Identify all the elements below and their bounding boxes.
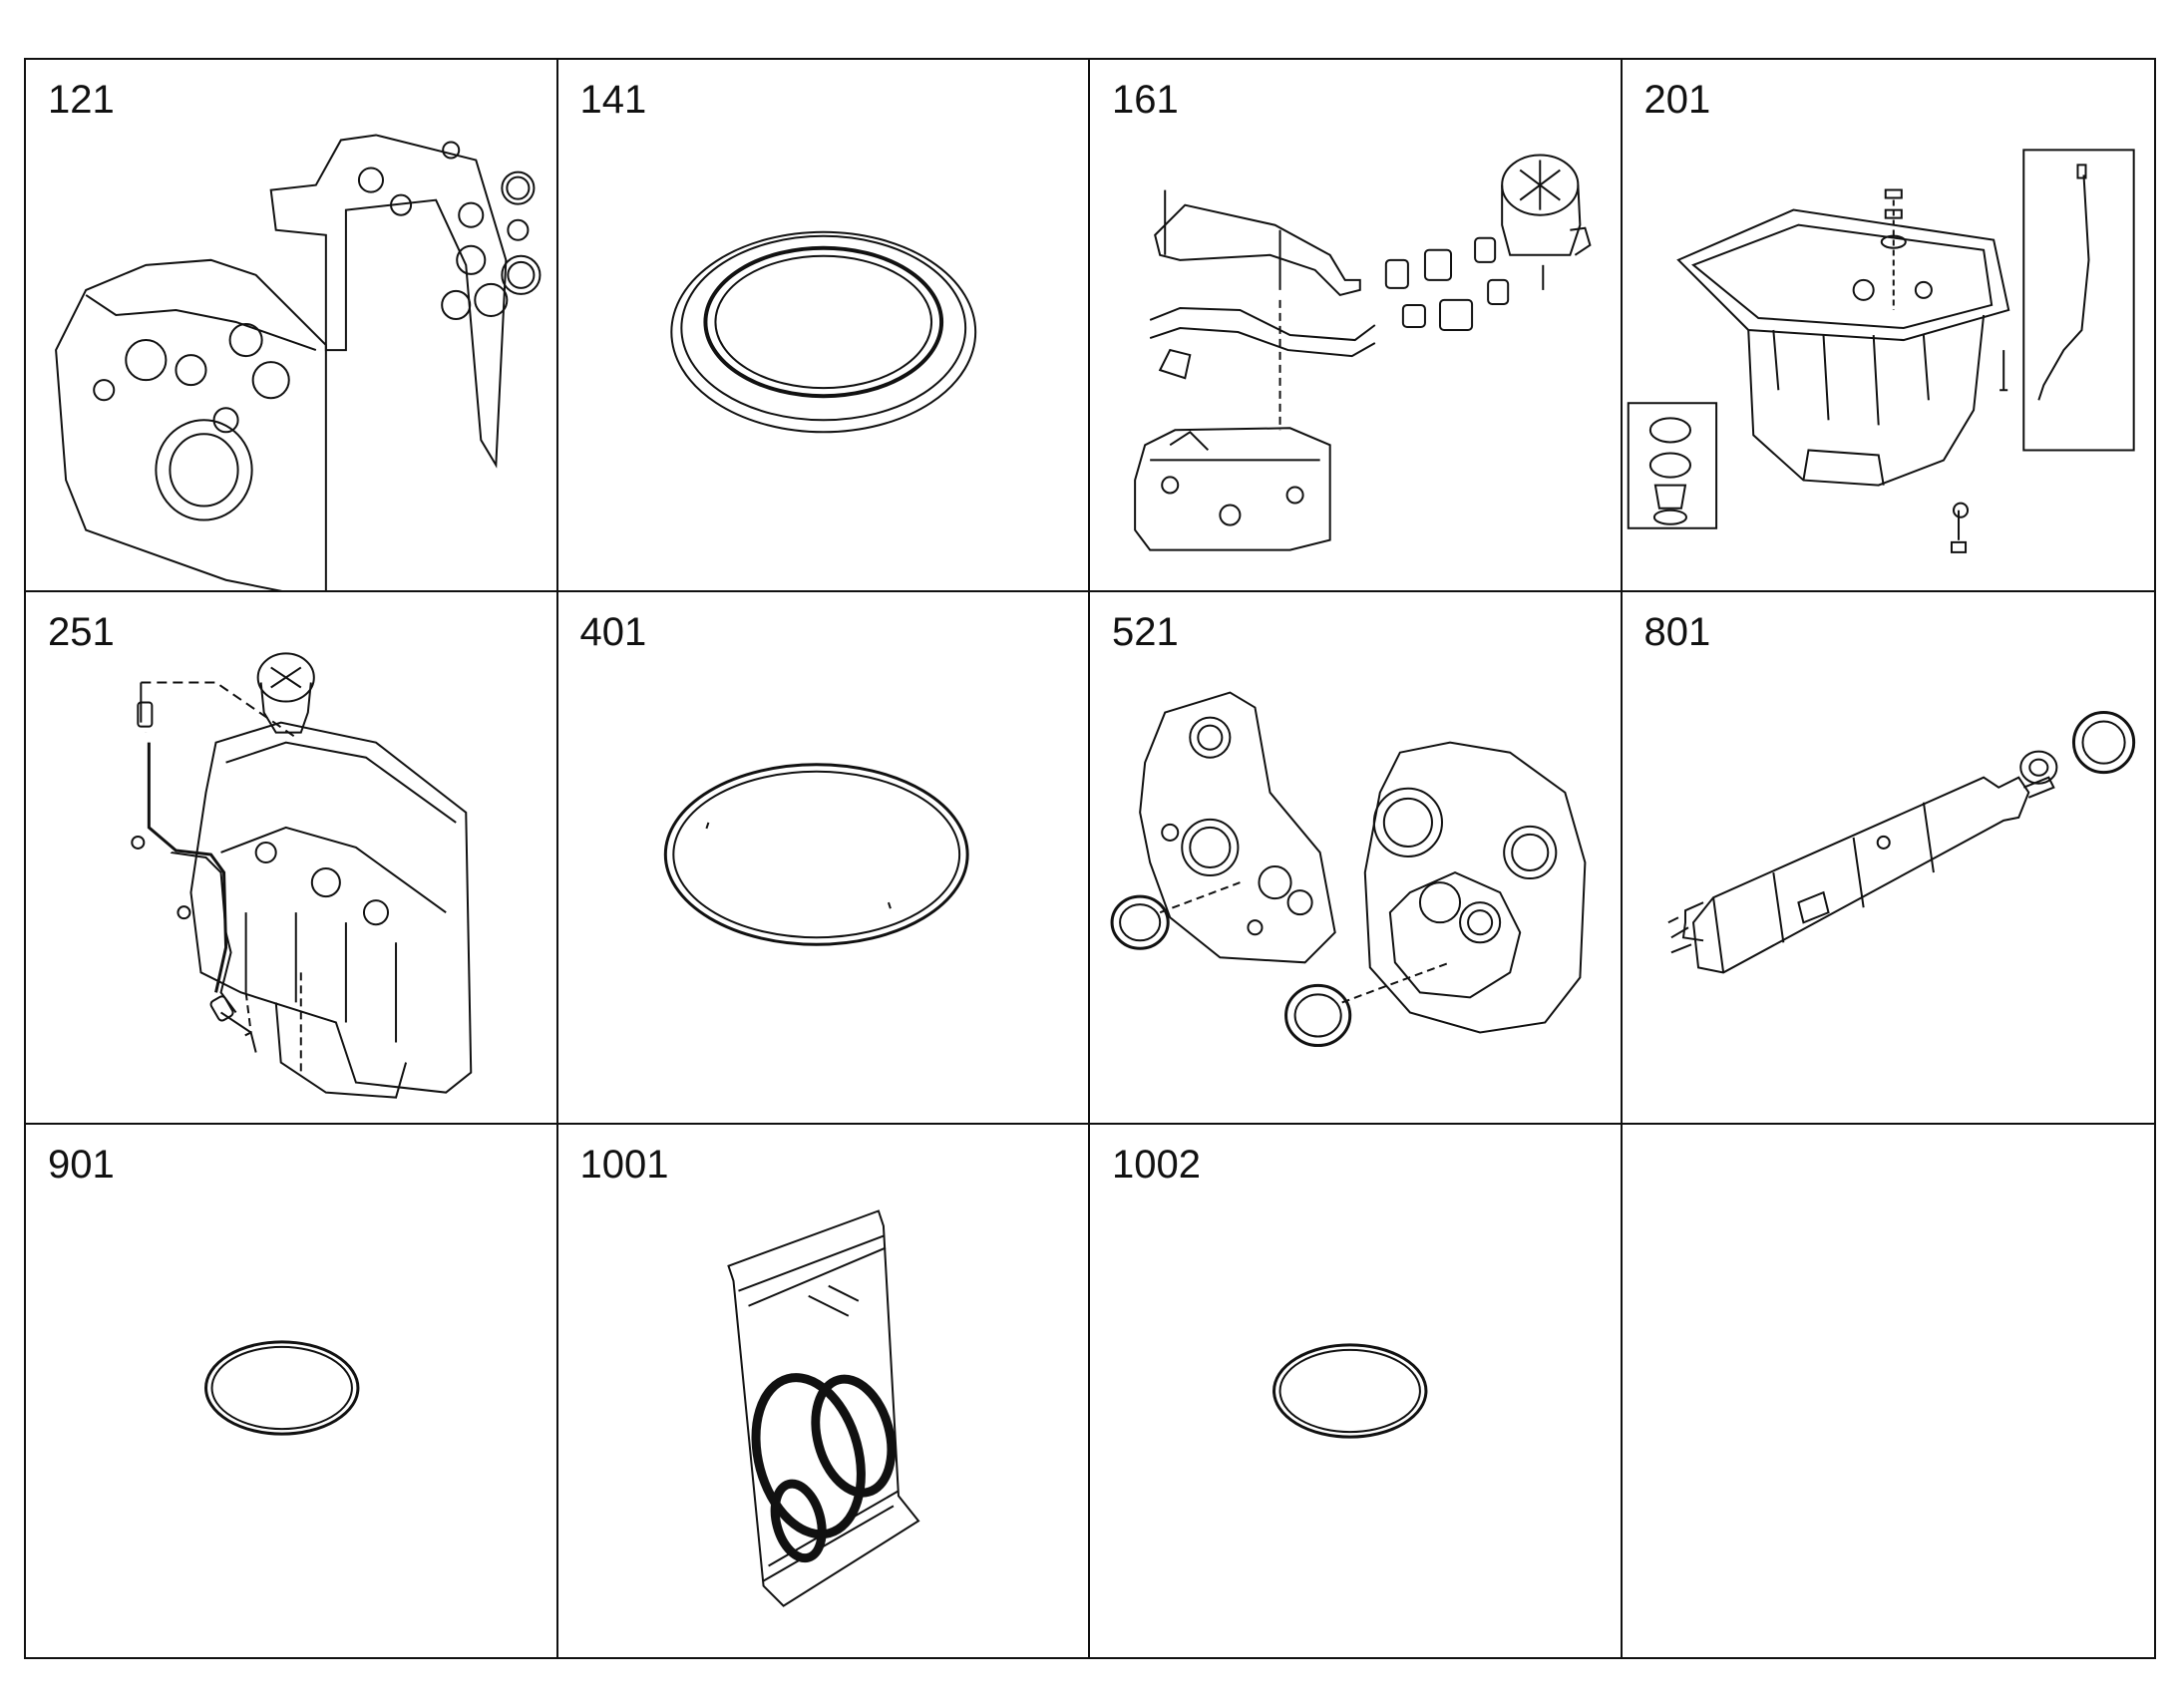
part-number: 801	[1643, 610, 1711, 654]
timing-case-housing-icon	[1090, 592, 1621, 1123]
o-ring-icon	[1090, 1125, 1621, 1657]
part-cell-521[interactable]: 521	[1090, 592, 1623, 1125]
part-number: 901	[48, 1143, 115, 1187]
part-number: 161	[1112, 78, 1179, 122]
timing-cover-gasket-set-icon	[26, 60, 556, 590]
part-number: 521	[1112, 610, 1179, 654]
large-o-ring-icon	[558, 592, 1089, 1123]
part-number: 201	[1643, 78, 1711, 122]
part-cell-801[interactable]: 801	[1622, 592, 2155, 1125]
part-cell-161[interactable]: 161	[1090, 60, 1623, 592]
oil-pan-assembly-icon	[1623, 60, 2155, 590]
part-number: 1002	[1112, 1143, 1201, 1187]
part-cell-901[interactable]: 901	[26, 1125, 558, 1657]
parts-grid: 121 141 161	[24, 58, 2156, 1659]
part-number: 401	[579, 610, 647, 654]
part-cell-201[interactable]: 201	[1622, 60, 2155, 592]
oil-line-engine-block-icon	[26, 592, 556, 1123]
part-cell-251[interactable]: 251	[26, 592, 558, 1125]
part-cell-121[interactable]: 121	[26, 60, 558, 592]
part-cell-1001[interactable]: 1001	[558, 1125, 1090, 1657]
part-cell-141[interactable]: 141	[557, 60, 1090, 592]
part-number: 1001	[579, 1143, 669, 1187]
part-number: 121	[48, 78, 115, 122]
o-ring-icon	[26, 1125, 556, 1657]
shaft-seal-ring-icon	[558, 60, 1089, 590]
seal-kit-bag-icon	[558, 1125, 1089, 1657]
part-number: 141	[579, 78, 647, 122]
part-cell-1002[interactable]: 1002	[1090, 1125, 1623, 1657]
part-number: 251	[48, 610, 115, 654]
part-cell-401[interactable]: 401	[557, 592, 1090, 1125]
fuel-injector-icon	[1623, 592, 2155, 1123]
breather-hose-assembly-icon	[1090, 60, 1621, 590]
empty-cell	[1623, 1125, 2155, 1657]
